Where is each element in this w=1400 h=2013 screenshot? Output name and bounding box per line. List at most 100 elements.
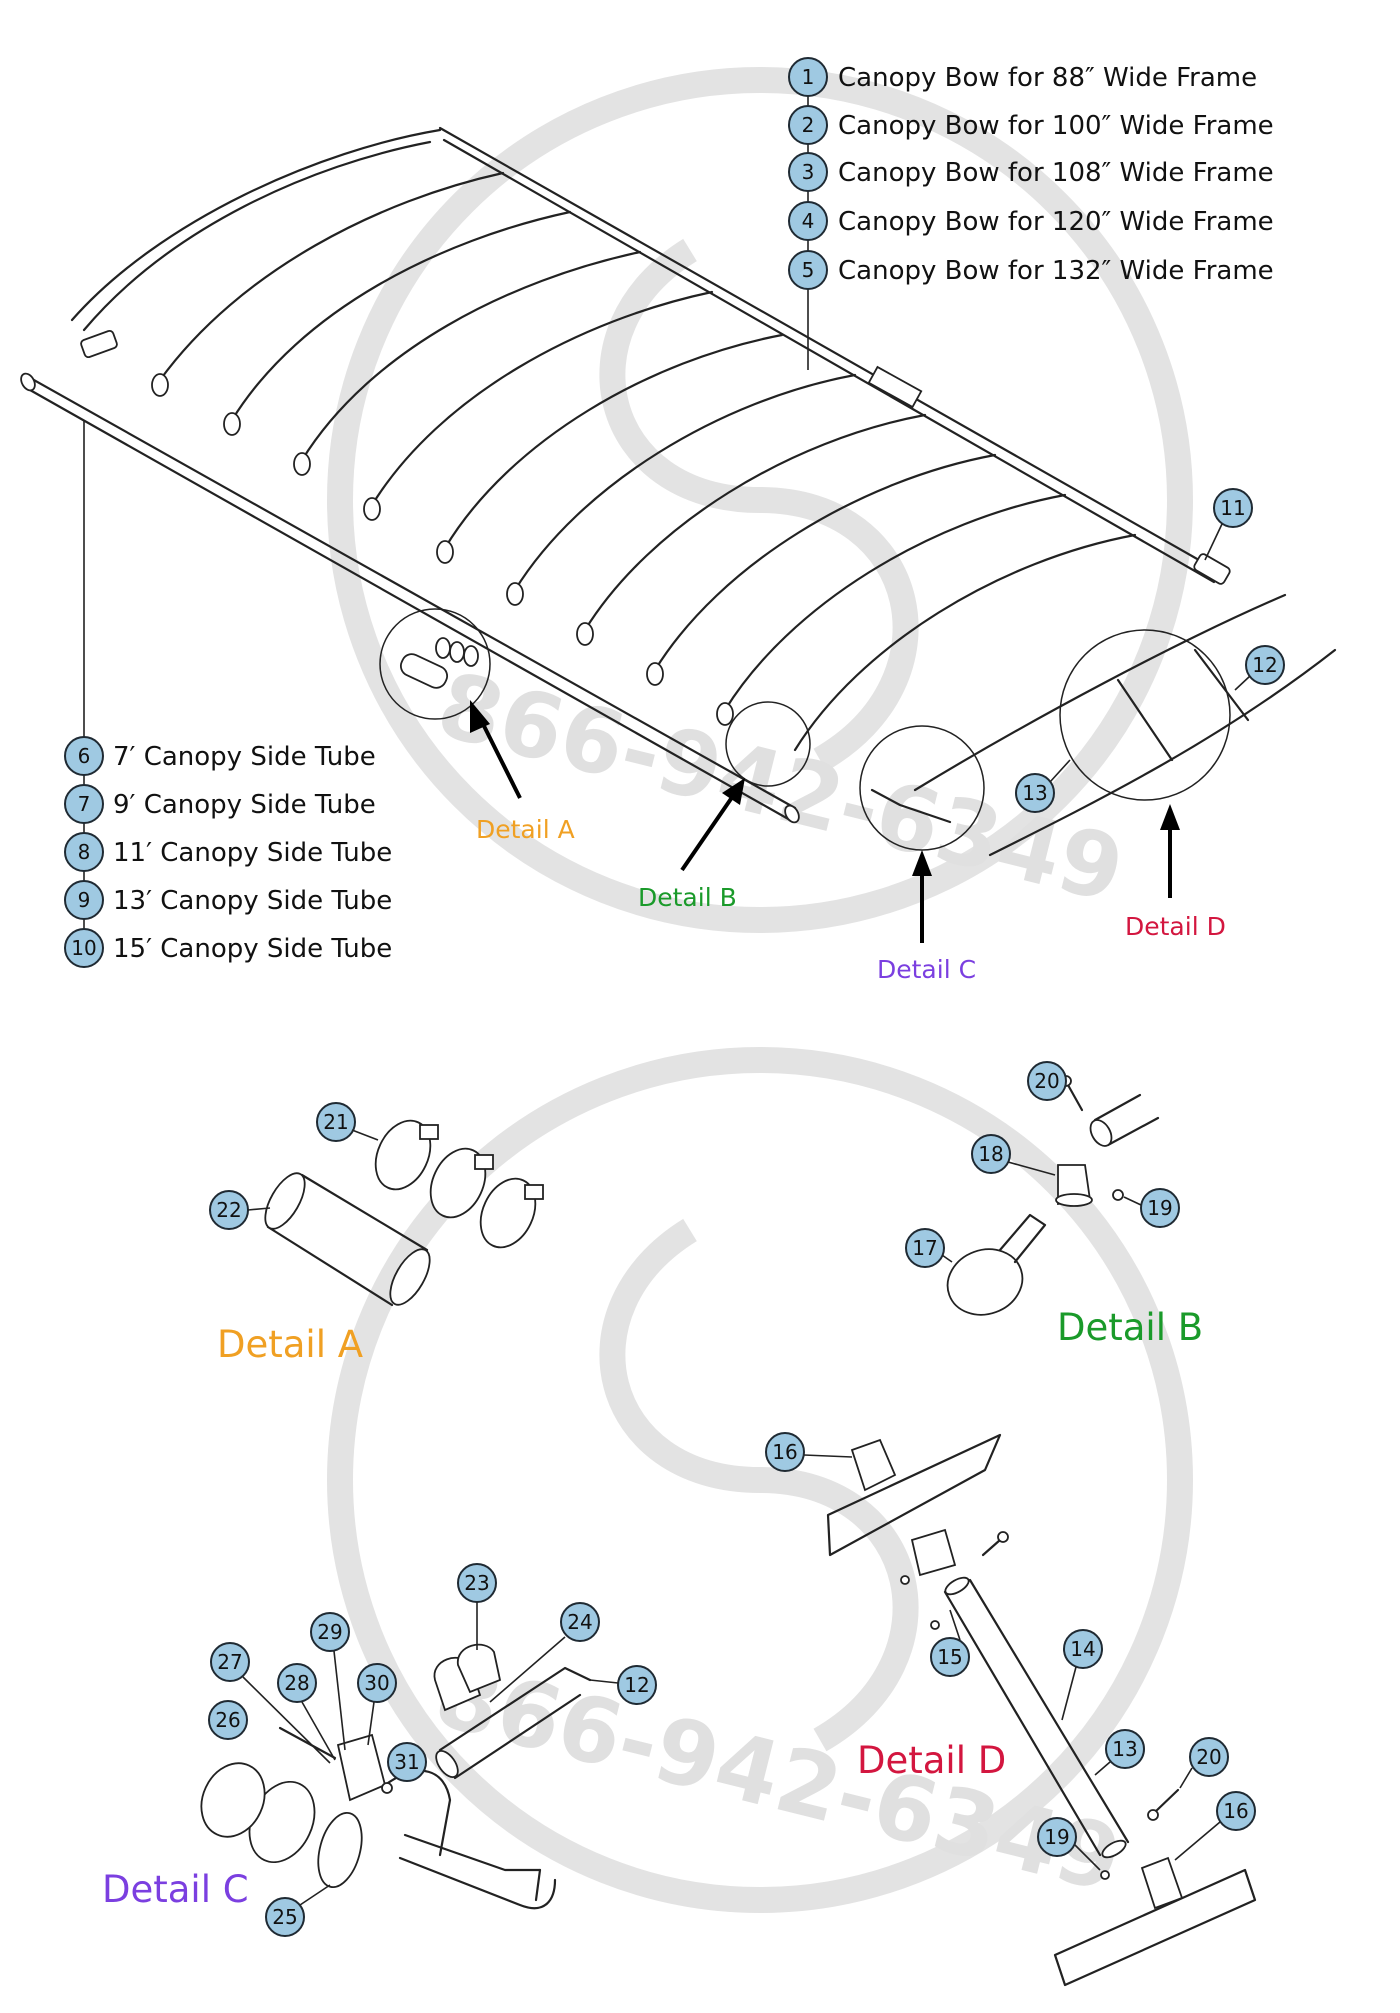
callout-29-num: 29 bbox=[317, 1620, 342, 1644]
legend-bow-1-num: 1 bbox=[802, 65, 815, 89]
callout-13-top[interactable]: 13 bbox=[1015, 773, 1055, 813]
legend-bow-3-num: 3 bbox=[802, 160, 815, 184]
legend-tube-10-label: 15′ Canopy Side Tube bbox=[113, 934, 392, 964]
callout-30[interactable]: 30 bbox=[357, 1663, 397, 1703]
callout-13-d[interactable]: 13 bbox=[1105, 1729, 1145, 1769]
legend-bow-5[interactable]: 5 bbox=[788, 250, 828, 290]
callout-16-bottom-num: 16 bbox=[1223, 1799, 1248, 1823]
callout-24-num: 24 bbox=[567, 1610, 592, 1634]
callout-20-b-num: 20 bbox=[1034, 1069, 1059, 1093]
detail-a: 21 22 Detail A bbox=[209, 1102, 544, 1366]
detail-d-label-top: Detail D bbox=[1125, 912, 1226, 941]
callout-22[interactable]: 22 bbox=[209, 1190, 249, 1230]
callout-13-d-num: 13 bbox=[1112, 1737, 1137, 1761]
legend-tube-6[interactable]: 6 bbox=[64, 736, 104, 776]
callout-20-d[interactable]: 20 bbox=[1189, 1737, 1229, 1777]
callout-20-b[interactable]: 20 bbox=[1027, 1061, 1067, 1101]
callout-25[interactable]: 25 bbox=[265, 1897, 305, 1937]
legend-tube-9-label: 13′ Canopy Side Tube bbox=[113, 886, 392, 916]
canopy-frame-assembly: 11 12 13 bbox=[20, 126, 1337, 943]
callout-30-num: 30 bbox=[364, 1671, 389, 1695]
detail-b-label-top: Detail B bbox=[638, 883, 737, 912]
callout-14[interactable]: 14 bbox=[1063, 1629, 1103, 1669]
callout-15-num: 15 bbox=[937, 1645, 962, 1669]
callout-19-b-num: 19 bbox=[1147, 1196, 1172, 1220]
legend-tube-7-label: 9′ Canopy Side Tube bbox=[113, 790, 376, 820]
watermark: 866-942-6349 866-942-6349 bbox=[327, 67, 1193, 1913]
detail-d: 16 15 14 13 20 19 16 bbox=[765, 1432, 1257, 1987]
detail-a-label: Detail A bbox=[217, 1323, 363, 1366]
callout-26-num: 26 bbox=[215, 1708, 240, 1732]
callout-19-d[interactable]: 19 bbox=[1037, 1817, 1077, 1857]
legend-bow-2-num: 2 bbox=[802, 113, 815, 137]
callout-31-num: 31 bbox=[394, 1750, 419, 1774]
legend-bows: 1 Canopy Bow for 88″ Wide Frame 2 Canopy… bbox=[788, 57, 1274, 370]
legend-side-tubes: 6 7′ Canopy Side Tube 7 9′ Canopy Side T… bbox=[64, 420, 392, 968]
detail-c: 23 24 12 27 28 29 30 bbox=[102, 1563, 657, 1937]
legend-tube-9[interactable]: 9 bbox=[64, 880, 104, 920]
legend-bow-2-label: Canopy Bow for 100″ Wide Frame bbox=[838, 111, 1274, 141]
callout-15[interactable]: 15 bbox=[930, 1637, 970, 1677]
callout-26[interactable]: 26 bbox=[208, 1700, 248, 1740]
legend-tube-7-num: 7 bbox=[78, 792, 91, 816]
callout-12-c[interactable]: 12 bbox=[617, 1665, 657, 1705]
detail-b: 20 18 19 17 Detail B bbox=[905, 1061, 1203, 1349]
callout-12-c-num: 12 bbox=[624, 1673, 649, 1697]
callout-27[interactable]: 27 bbox=[210, 1642, 250, 1682]
legend-tube-10[interactable]: 10 bbox=[64, 928, 104, 968]
callout-25-num: 25 bbox=[272, 1905, 297, 1929]
legend-bow-1[interactable]: 1 bbox=[788, 57, 828, 97]
callout-24[interactable]: 24 bbox=[560, 1602, 600, 1642]
callout-19-b[interactable]: 19 bbox=[1140, 1188, 1180, 1228]
callout-18-num: 18 bbox=[978, 1142, 1003, 1166]
callout-27-num: 27 bbox=[217, 1650, 242, 1674]
callout-12-top-num: 12 bbox=[1252, 653, 1277, 677]
callout-17[interactable]: 17 bbox=[905, 1228, 945, 1268]
detail-c-label: Detail C bbox=[102, 1868, 249, 1911]
callout-13-top-num: 13 bbox=[1022, 781, 1047, 805]
callout-16-bottom[interactable]: 16 bbox=[1216, 1791, 1256, 1831]
callout-31[interactable]: 31 bbox=[387, 1742, 427, 1782]
detail-b-label: Detail B bbox=[1057, 1306, 1203, 1349]
legend-bow-5-label: Canopy Bow for 132″ Wide Frame bbox=[838, 256, 1274, 286]
callout-18[interactable]: 18 bbox=[971, 1134, 1011, 1174]
callout-16-top[interactable]: 16 bbox=[765, 1432, 805, 1472]
legend-tube-6-num: 6 bbox=[78, 744, 91, 768]
callout-21[interactable]: 21 bbox=[316, 1102, 356, 1142]
callout-16-top-num: 16 bbox=[772, 1440, 797, 1464]
legend-tube-9-num: 9 bbox=[78, 888, 91, 912]
legend-tube-8-label: 11′ Canopy Side Tube bbox=[113, 838, 392, 868]
legend-bow-1-label: Canopy Bow for 88″ Wide Frame bbox=[838, 63, 1257, 93]
callout-22-num: 22 bbox=[216, 1198, 241, 1222]
detail-a-label-top: Detail A bbox=[476, 815, 575, 844]
legend-bow-2[interactable]: 2 bbox=[788, 105, 828, 145]
callout-20-d-num: 20 bbox=[1196, 1745, 1221, 1769]
legend-bow-3[interactable]: 3 bbox=[788, 152, 828, 192]
callout-17-num: 17 bbox=[912, 1236, 937, 1260]
detail-d-label: Detail D bbox=[857, 1739, 1006, 1782]
legend-bow-3-label: Canopy Bow for 108″ Wide Frame bbox=[838, 158, 1274, 188]
legend-bow-5-num: 5 bbox=[802, 258, 815, 282]
callout-23-num: 23 bbox=[464, 1571, 489, 1595]
callout-11[interactable]: 11 bbox=[1213, 488, 1253, 528]
legend-tube-7[interactable]: 7 bbox=[64, 784, 104, 824]
callout-29[interactable]: 29 bbox=[310, 1612, 350, 1652]
callout-12-top[interactable]: 12 bbox=[1245, 645, 1285, 685]
legend-tube-6-label: 7′ Canopy Side Tube bbox=[113, 742, 376, 772]
legend-tube-8-num: 8 bbox=[78, 840, 91, 864]
legend-bow-4-num: 4 bbox=[802, 209, 815, 233]
watermark-phone-bottom: 866-942-6349 bbox=[425, 1642, 1131, 1913]
callout-14-num: 14 bbox=[1070, 1637, 1095, 1661]
callout-23[interactable]: 23 bbox=[457, 1563, 497, 1603]
callout-21-num: 21 bbox=[323, 1110, 348, 1134]
callout-11-num: 11 bbox=[1220, 496, 1245, 520]
callout-28-num: 28 bbox=[284, 1671, 309, 1695]
legend-bow-4-label: Canopy Bow for 120″ Wide Frame bbox=[838, 207, 1274, 237]
legend-tube-10-num: 10 bbox=[71, 936, 96, 960]
detail-c-label-top: Detail C bbox=[877, 955, 976, 984]
legend-bow-4[interactable]: 4 bbox=[788, 201, 828, 241]
callout-28[interactable]: 28 bbox=[277, 1663, 317, 1703]
callout-19-d-num: 19 bbox=[1044, 1825, 1069, 1849]
legend-tube-8[interactable]: 8 bbox=[64, 832, 104, 872]
